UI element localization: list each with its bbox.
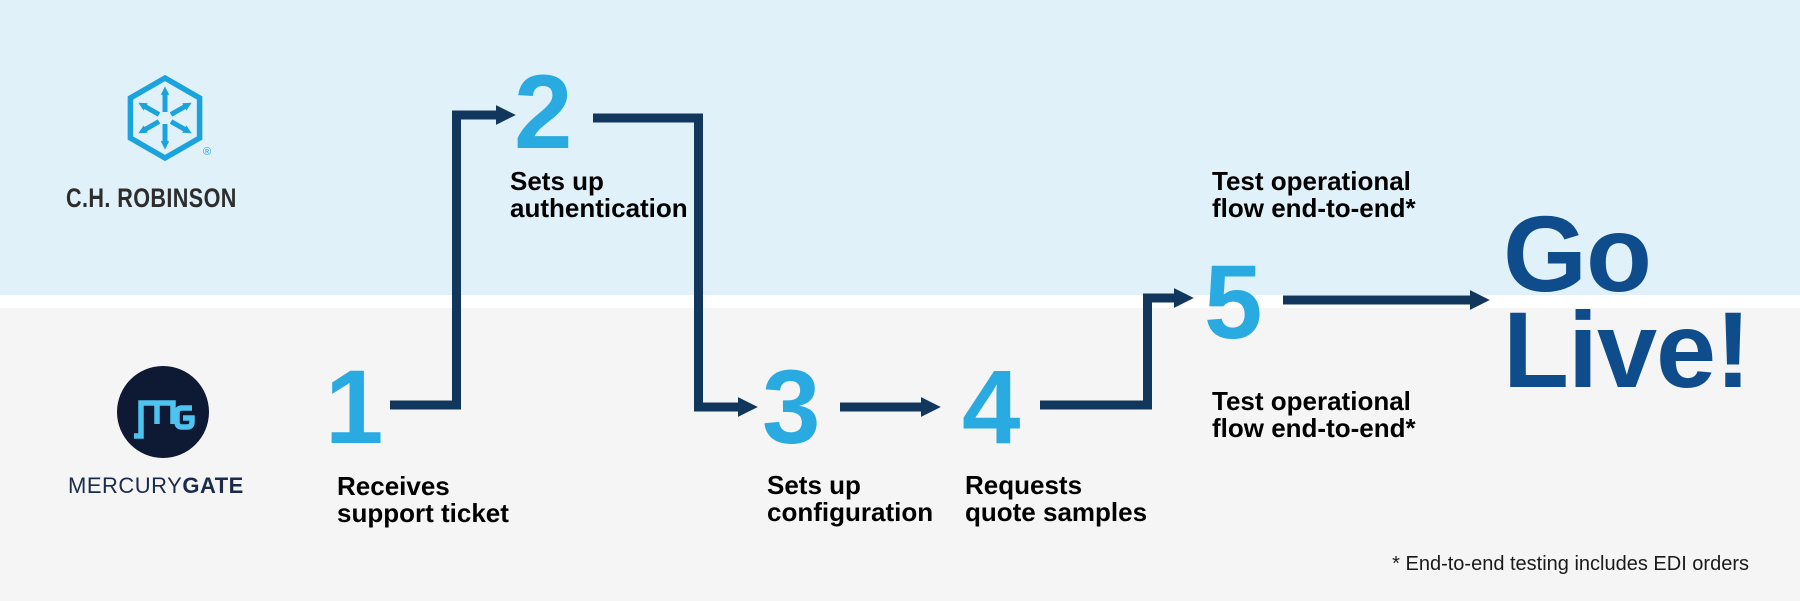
bottom-lane-background — [0, 308, 1800, 601]
step-number-4: 4 — [962, 349, 1021, 466]
step-number-2: 2 — [514, 54, 573, 171]
step-number-5: 5 — [1204, 244, 1263, 361]
step1-label: Receives support ticket — [337, 471, 509, 528]
step5-label-below: Test operational flow end-to-end* — [1212, 386, 1416, 443]
chrobinson-wordmark: C.H. ROBINSON — [66, 183, 237, 213]
mercurygate-circle-monogram-icon — [117, 366, 209, 458]
step2-label: Sets up authentication — [510, 166, 688, 223]
step3-label: Sets up configuration — [767, 470, 934, 527]
step5-label-above: Test operational flow end-to-end* — [1212, 166, 1416, 223]
step-number-1: 1 — [325, 349, 384, 466]
step4-label: Requests quote samples — [965, 470, 1148, 527]
mercurygate-wordmark: MERCURYGATE — [68, 473, 244, 499]
chrobinson-registered-mark: ® — [203, 146, 212, 158]
mercurygate-wordmark-bold: GATE — [182, 473, 244, 498]
go-live-text: Go Live! — [1503, 193, 1751, 410]
mercurygate-wordmark-regular: MERCURY — [68, 473, 183, 498]
chrobinson-hexagon-arrows-icon — [127, 74, 203, 162]
step-number-3: 3 — [762, 349, 821, 466]
top-lane-background — [0, 0, 1800, 295]
footnote-text: * End-to-end testing includes EDI orders — [1392, 553, 1749, 575]
